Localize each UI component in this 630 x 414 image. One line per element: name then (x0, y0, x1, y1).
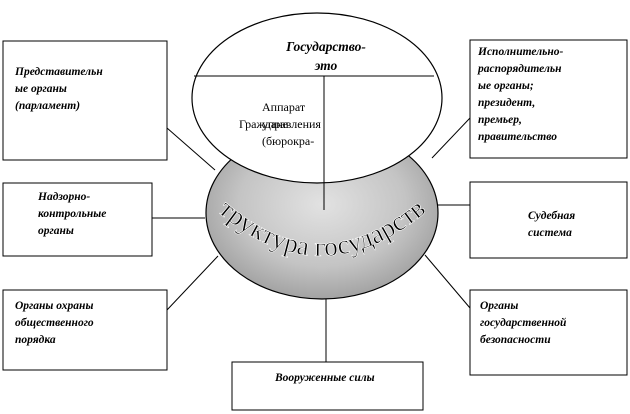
state-definition-oval (191, 12, 443, 184)
administration-label: Аппарат управления (бюрокра- (262, 100, 321, 148)
box-executive (469, 39, 628, 159)
box-security (469, 289, 628, 376)
armed-forces-label: Вооруженные силы (275, 372, 375, 384)
public-order-bodies-label: Органы охраны общественного порядка (15, 300, 94, 346)
judicial-system-label: Судебная система (528, 210, 576, 239)
state-security-bodies-label: Органы государственной безопасности (480, 300, 567, 346)
executive-bodies-label: Исполнительно- распорядительн ые органы;… (478, 46, 564, 143)
box-public-order (2, 289, 168, 371)
box-judicial (469, 181, 628, 259)
connector-security (424, 254, 471, 309)
state-definition-title: Государство- это (286, 39, 366, 73)
box-supervisory (2, 182, 153, 257)
citizens-label: Граждане (239, 117, 288, 131)
connector-public-order (166, 255, 219, 311)
representative-bodies-label: Представительн ые органы (парламент) (15, 66, 103, 112)
box-representative (2, 40, 168, 161)
connector-representative (166, 127, 216, 171)
box-armed-forces (231, 361, 424, 411)
connector-executive (431, 117, 471, 159)
supervisory-bodies-label: Надзорно- контрольные органы (38, 191, 107, 237)
